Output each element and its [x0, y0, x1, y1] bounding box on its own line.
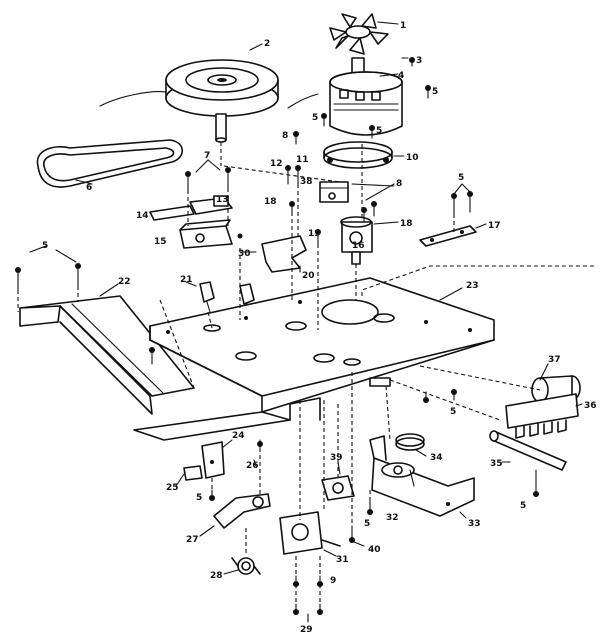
callout-34: 34	[430, 453, 443, 463]
callout-labels: 1 2 3 4 5 5 5 8 6 7 10 12 11 38 8 5 18 1…	[42, 21, 597, 635]
side-rail	[19, 295, 195, 415]
spring-parts	[199, 281, 255, 315]
cam-gear	[321, 475, 355, 501]
fan-blade	[329, 13, 389, 55]
drive-bracket	[369, 433, 475, 517]
linkage-27	[213, 493, 271, 529]
bracket-24	[201, 441, 225, 479]
callout-16: 16	[352, 241, 365, 251]
callout-14: 14	[136, 211, 149, 221]
callout-18-right: 18	[400, 219, 413, 229]
callout-5-motor-left: 5	[312, 113, 318, 123]
pulley-wheel	[165, 59, 279, 143]
callout-5-lower: 5	[364, 519, 370, 529]
base-plate	[149, 277, 495, 413]
callout-2: 2	[264, 39, 270, 49]
callout-3: 3	[416, 56, 422, 66]
callout-39: 39	[330, 453, 343, 463]
callout-18-left: 18	[264, 197, 277, 207]
callout-35: 35	[490, 459, 503, 469]
callout-15: 15	[154, 237, 167, 247]
gear-box	[340, 216, 373, 265]
lever-assembly	[149, 195, 233, 221]
callout-29: 29	[300, 625, 313, 635]
callout-28: 28	[210, 571, 223, 581]
callout-1: 1	[400, 21, 406, 31]
callout-24: 24	[232, 431, 245, 441]
screws	[15, 57, 539, 615]
bracket-17	[419, 225, 477, 247]
callout-8-right: 8	[396, 179, 402, 189]
callout-6: 6	[86, 183, 92, 193]
callout-36: 36	[584, 401, 597, 411]
callout-13: 13	[216, 195, 229, 205]
callout-25: 25	[166, 483, 179, 493]
callout-27: 27	[186, 535, 199, 545]
callout-21: 21	[180, 275, 193, 285]
leader-lines	[29, 21, 583, 623]
callout-9: 9	[330, 576, 336, 586]
relay-block	[179, 219, 243, 249]
callout-10: 10	[406, 153, 419, 163]
lower-frame	[133, 265, 596, 441]
callout-5-left: 5	[42, 241, 48, 251]
motor-mount-ring	[323, 141, 393, 169]
callout-5-motor-right: 5	[376, 126, 382, 136]
callout-30: 30	[238, 249, 251, 259]
callout-7: 7	[204, 151, 210, 161]
alignment-lines	[17, 142, 541, 604]
callout-37: 37	[548, 355, 561, 365]
rod	[489, 430, 567, 471]
connector-25	[183, 465, 203, 481]
callout-32: 32	[386, 513, 399, 523]
callout-33: 33	[468, 519, 481, 529]
callout-40: 40	[368, 545, 381, 555]
callout-23: 23	[466, 281, 479, 291]
callout-26: 26	[246, 461, 259, 471]
callout-31: 31	[336, 555, 349, 565]
callout-8-left: 8	[282, 131, 288, 141]
callout-38: 38	[300, 177, 313, 187]
drive-belt	[36, 91, 319, 188]
callout-5-bottom-right: 5	[520, 501, 526, 511]
timer-motor	[279, 511, 341, 555]
motor	[329, 57, 403, 136]
torsion-spring	[231, 557, 261, 575]
callout-22: 22	[118, 277, 131, 287]
callout-4: 4	[398, 71, 404, 81]
switch-assembly	[319, 181, 349, 203]
callout-5-right: 5	[458, 173, 464, 183]
clip-bracket	[261, 235, 307, 273]
callout-19: 19	[308, 229, 321, 239]
callout-5-bracket: 5	[196, 493, 202, 503]
callout-5-top-right: 5	[432, 87, 438, 97]
callout-20: 20	[302, 271, 315, 281]
callout-11: 11	[296, 155, 309, 165]
terminal-block	[505, 393, 579, 439]
callout-17: 17	[488, 221, 501, 231]
callout-12: 12	[270, 159, 283, 169]
callout-5-mid-right: 5	[450, 407, 456, 417]
